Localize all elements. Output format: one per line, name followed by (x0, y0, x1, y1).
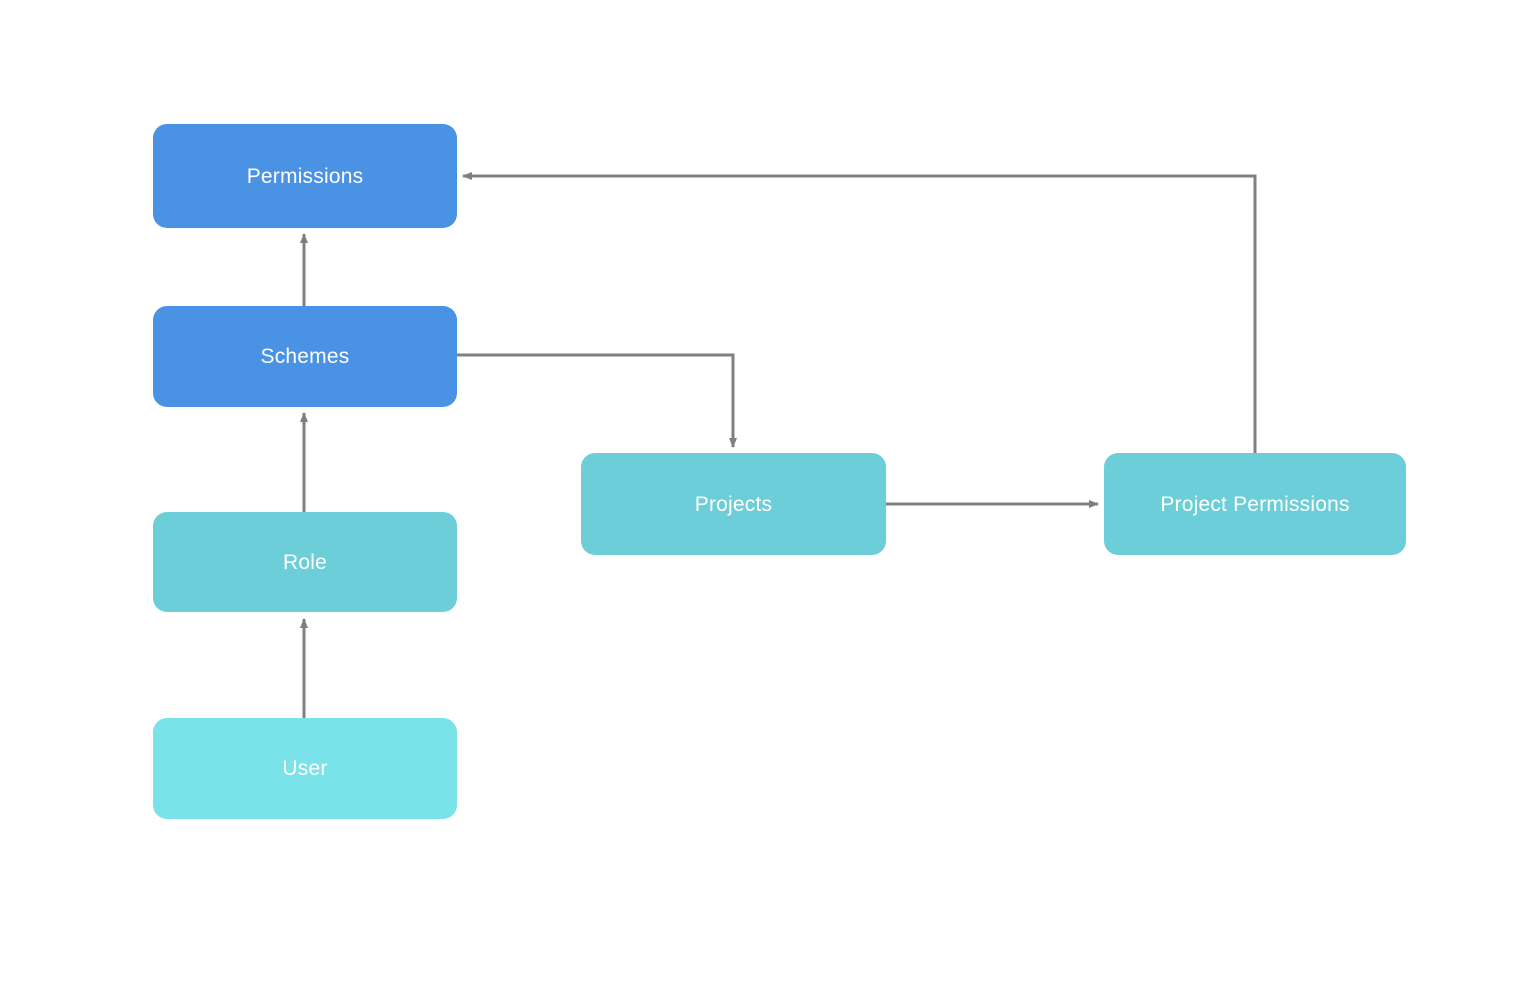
node-permissions-label: Permissions (246, 164, 364, 188)
edges-group (300, 172, 1257, 718)
node-role-label: Role (283, 550, 327, 574)
node-projects-label: Projects (694, 492, 773, 516)
node-project-permissions[interactable]: Project Permissions (1104, 453, 1406, 555)
node-schemes[interactable]: Schemes (153, 306, 457, 407)
node-project-permissions-label: Project Permissions (1160, 492, 1350, 516)
node-schemes-label: Schemes (260, 345, 350, 368)
node-user-label: User (282, 757, 328, 780)
node-permissions[interactable]: Permissions (153, 124, 457, 228)
node-role[interactable]: Role (153, 512, 457, 612)
node-user[interactable]: User (153, 718, 457, 819)
edge-project-permissions-to-permissions (462, 172, 1257, 453)
node-projects[interactable]: Projects (581, 453, 886, 555)
edge-schemes-to-projects (457, 353, 737, 448)
